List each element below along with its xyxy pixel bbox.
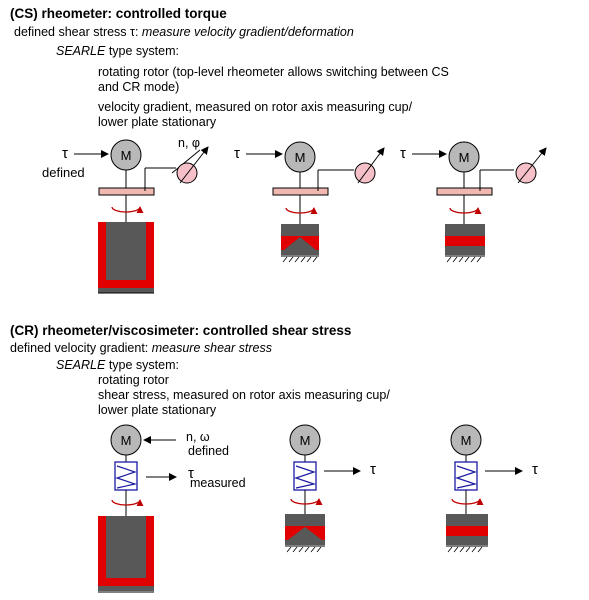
cs-unit-plate: τ M [400, 141, 547, 263]
cs-unit-cone: τ M [234, 141, 385, 263]
cr-defined-label: defined [188, 444, 229, 458]
cs-searle-name: SEARLE [56, 44, 106, 58]
cr-unit-cup: M n, ω defined τ measured [98, 424, 246, 593]
cr-bullet-stress: shear stress, measured on rotor axis mea… [98, 388, 390, 417]
cs-bullet-rotor: rotating rotor (top-level rheometer allo… [98, 65, 449, 94]
cs-heading: (CS) rheometer: controlled torque [10, 6, 227, 21]
cr-tau-label-2: τ [370, 461, 376, 478]
cr-motor-label-2: M [300, 433, 311, 448]
cr-tau-label-3: τ [532, 461, 538, 478]
cs-motor-label-3: M [459, 150, 470, 165]
cs-motor-label-2: M [295, 150, 306, 165]
cs-plate-3 [436, 187, 493, 196]
cr-description-prefix: defined velocity gradient: [10, 341, 152, 355]
cr-tau-label-1: τ [188, 465, 194, 482]
cr-heading: (CR) rheometer/viscosimeter: controlled … [10, 323, 352, 338]
cr-motor-label-1: M [121, 433, 132, 448]
cs-tau-label-1: τ [62, 145, 68, 162]
cs-tau-label-3: τ [400, 145, 406, 162]
cr-searle-name: SEARLE [56, 358, 106, 372]
cr-description: defined velocity gradient: measure shear… [10, 341, 272, 356]
cs-gauge-1 [176, 162, 198, 184]
cs-searle-line: SEARLE type system: [56, 44, 179, 59]
cs-unit-cup: τ M defined n, φ [42, 136, 209, 294]
cs-plate-1 [98, 187, 155, 196]
cr-measured-label: measured [190, 476, 246, 490]
cs-n-phi-label: n, φ [178, 136, 200, 150]
cs-description-prefix: defined shear stress τ: [14, 25, 142, 39]
cs-searle-rest: type system: [105, 44, 179, 58]
cs-plate-2 [272, 187, 329, 196]
cr-unit-cone: M τ [285, 424, 376, 553]
cr-n-omega-label: n, ω [186, 430, 210, 444]
cs-bullet-velocity: velocity gradient, measured on rotor axi… [98, 100, 413, 129]
cs-motor-label-1: M [121, 148, 132, 163]
cs-description-italic: measure velocity gradient/deformation [141, 25, 354, 39]
cs-description: defined shear stress τ: measure velocity… [14, 25, 354, 40]
cr-searle-line: SEARLE type system: [56, 358, 179, 373]
cr-searle-rest: type system: [105, 358, 179, 372]
cr-bullet-rotor: rotating rotor [98, 373, 169, 387]
cr-unit-plate: M τ [446, 424, 538, 553]
cs-tau-label-2: τ [234, 145, 240, 162]
cs-defined-label: defined [42, 165, 85, 180]
cr-description-italic: measure shear stress [151, 341, 272, 355]
cr-motor-label-3: M [461, 433, 472, 448]
